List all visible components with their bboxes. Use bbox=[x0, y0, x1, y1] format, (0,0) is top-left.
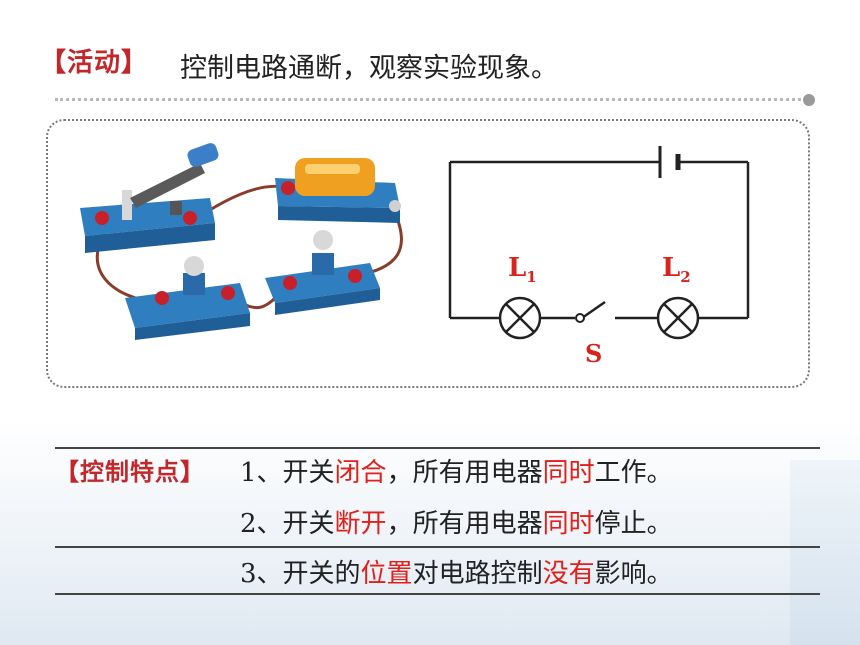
background-fade bbox=[0, 420, 860, 645]
circuit-diagram: L1 L2 S bbox=[448, 146, 750, 368]
feature-item-1: 1、开关闭合，所有用电器同时工作。 bbox=[240, 458, 673, 488]
knife-switch bbox=[80, 143, 219, 253]
divider-end-dot bbox=[803, 94, 815, 106]
lamp-symbol-1 bbox=[498, 296, 542, 340]
circuit-photo bbox=[80, 143, 403, 340]
experiment-panel bbox=[46, 119, 810, 388]
lamp-symbol-2 bbox=[656, 296, 700, 340]
dotted-divider bbox=[55, 98, 807, 101]
battery bbox=[275, 158, 401, 223]
feature-tag: 【控制特点】 bbox=[55, 458, 205, 486]
table-rule-middle bbox=[55, 546, 820, 548]
switch-pivot bbox=[575, 313, 585, 323]
lamp1-label: L1 bbox=[508, 253, 537, 286]
activity-instruction: 控制电路通断，观察实验现象。 bbox=[180, 53, 558, 84]
activity-tag: 【活动】 bbox=[40, 48, 149, 78]
lamp-holder-1 bbox=[125, 256, 250, 340]
lamp2-label: L2 bbox=[662, 253, 691, 286]
switch-blade bbox=[581, 300, 606, 320]
lamp-holder-2 bbox=[265, 230, 380, 315]
switch-label: S bbox=[585, 339, 602, 368]
background-decoration bbox=[790, 460, 860, 645]
table-rule-top bbox=[55, 447, 820, 449]
table-rule-bottom bbox=[55, 593, 820, 595]
feature-item-2: 2、开关断开，所有用电器同时停止。 bbox=[240, 509, 673, 539]
feature-item-3: 3、开关的位置对电路控制没有影响。 bbox=[240, 559, 673, 589]
battery-symbol bbox=[658, 146, 681, 178]
